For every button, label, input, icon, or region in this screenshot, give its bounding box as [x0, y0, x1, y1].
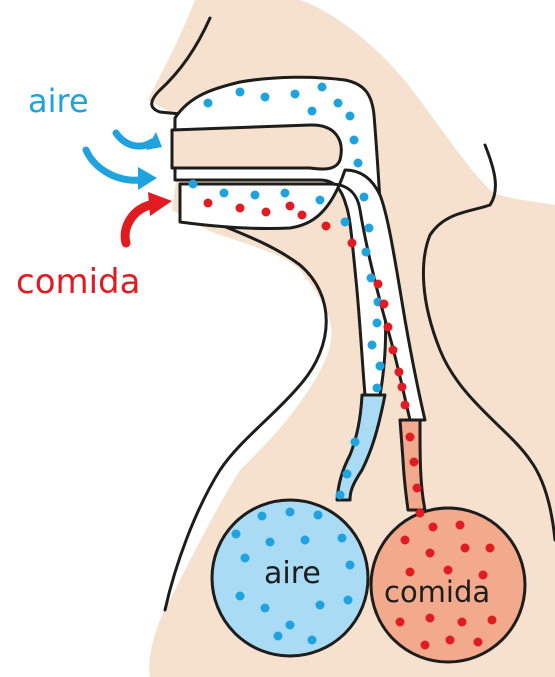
air-dot [204, 99, 213, 108]
food-dot [286, 202, 295, 211]
food-dot [380, 300, 389, 309]
food-dot [401, 536, 410, 545]
food-dot [396, 618, 405, 627]
air-dot [236, 592, 245, 601]
air-dot [316, 196, 325, 205]
air-dot [261, 93, 270, 102]
food-dot [461, 544, 470, 553]
air-dot [368, 341, 377, 350]
food-dot [401, 401, 410, 410]
air-dot [261, 604, 270, 613]
air-dot [314, 511, 323, 520]
air-dot [373, 384, 382, 393]
air-dot [258, 512, 267, 521]
air-dot [351, 438, 360, 447]
food-dot [446, 636, 455, 645]
air-dot [350, 136, 359, 145]
food-intake-label: comida [16, 262, 140, 302]
air-dot [343, 470, 352, 479]
food-dot [421, 641, 430, 650]
food-dot [395, 368, 404, 377]
food-dot [416, 509, 425, 518]
food-dot [426, 614, 435, 623]
air-dot [241, 554, 250, 563]
air-organ-label: aire [264, 556, 321, 591]
air-dot [365, 224, 374, 233]
air-dot [336, 491, 345, 500]
food-dot [374, 280, 383, 289]
food-dot [413, 484, 422, 493]
air-dot [334, 99, 343, 108]
air-dot [251, 191, 260, 200]
air-dot [316, 601, 325, 610]
food-dot [236, 204, 245, 213]
food-dot [322, 222, 331, 231]
food-dot [426, 549, 435, 558]
air-dot [189, 180, 198, 189]
nasal-turbinate [172, 125, 341, 169]
air-dot [291, 90, 300, 99]
food-dot [348, 239, 357, 248]
air-dot [236, 88, 245, 97]
food-dot [410, 458, 419, 467]
air-dot [286, 621, 295, 630]
air-dot [286, 508, 295, 517]
food-dot [389, 346, 398, 355]
air-dot [360, 193, 369, 202]
food-organ-label: comida [384, 575, 490, 609]
food-dot [384, 323, 393, 332]
food-dot [486, 544, 495, 553]
food-dot [474, 638, 483, 647]
air-dot [220, 189, 229, 198]
air-dot [318, 83, 327, 92]
air-dot [367, 274, 376, 283]
air-dot [346, 561, 355, 570]
food-dot [406, 433, 415, 442]
air-dot [308, 636, 317, 645]
air-dot [308, 107, 317, 116]
air-dot [301, 536, 310, 545]
air-intake-label: aire [28, 82, 89, 120]
air-dot [362, 248, 371, 257]
air-dot [344, 596, 353, 605]
food-dot [444, 566, 453, 575]
air-dot [232, 530, 241, 539]
air-dot [281, 189, 290, 198]
food-dot [488, 616, 497, 625]
air-dot [341, 218, 350, 227]
food-dot [429, 523, 438, 532]
air-dot [338, 534, 347, 543]
air-dot [266, 538, 275, 547]
food-dot [398, 383, 407, 392]
food-dot [458, 618, 467, 627]
food-dot [262, 208, 271, 217]
food-dot [204, 199, 213, 208]
air-dot [373, 319, 382, 328]
food-dot [456, 521, 465, 530]
food-dot [298, 211, 307, 220]
food-arrow-icon [125, 192, 172, 243]
air-dot [274, 632, 283, 641]
air-dot [376, 362, 385, 371]
air-dot [346, 112, 355, 121]
air-arrow-icon [86, 132, 162, 190]
air-dot [354, 159, 363, 168]
